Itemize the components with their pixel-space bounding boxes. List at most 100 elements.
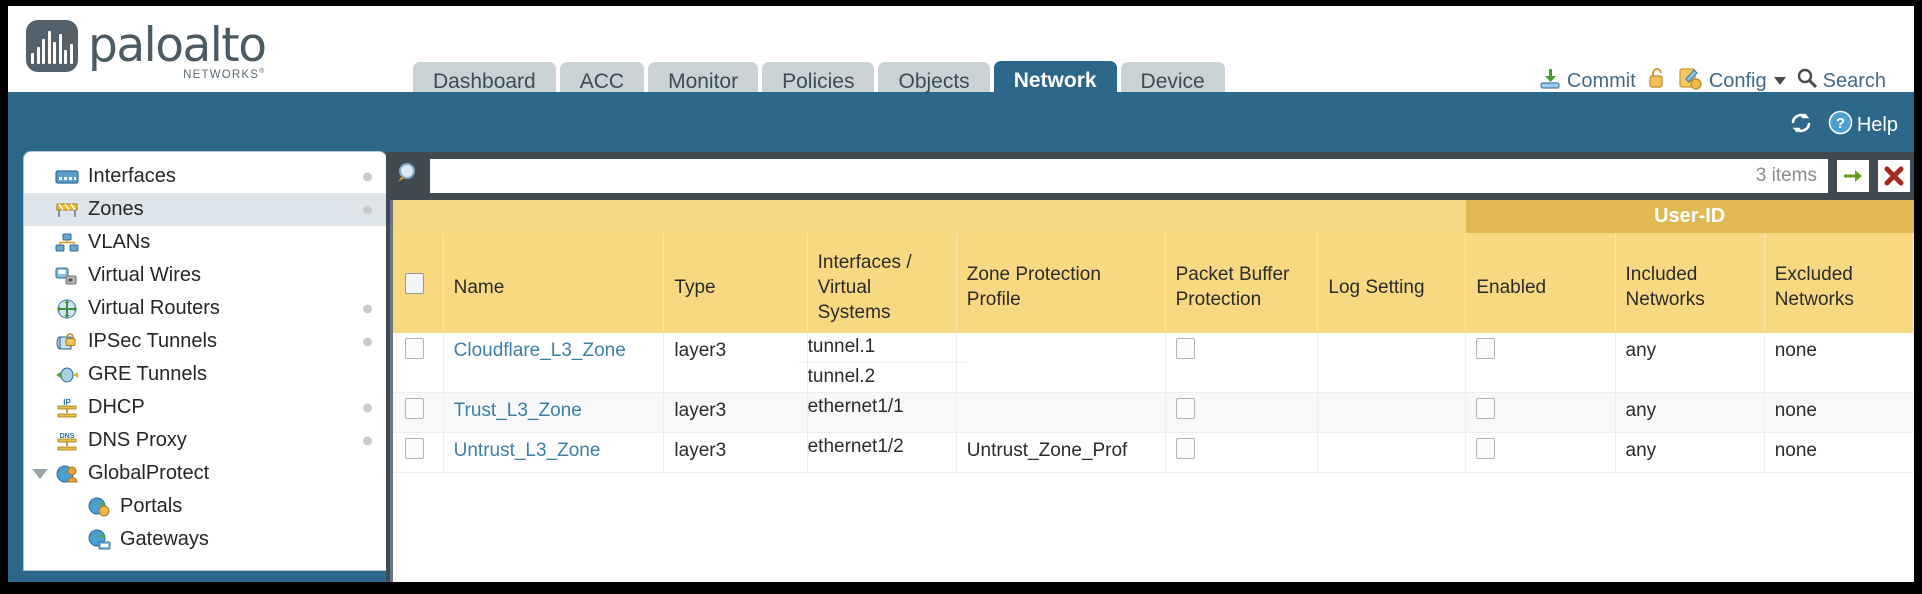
lock-button[interactable] xyxy=(1646,66,1668,96)
userid-enabled-checkbox[interactable] xyxy=(1476,338,1496,359)
select-all-checkbox[interactable] xyxy=(405,273,424,294)
search-input-wrap[interactable]: 3 items xyxy=(430,159,1828,193)
collapse-triangle-icon[interactable] xyxy=(32,468,48,479)
apply-filter-button[interactable] xyxy=(1837,160,1869,192)
paloalto-logo-mark-icon xyxy=(26,20,78,72)
brand-tagline: NETWORKS® xyxy=(183,68,266,81)
column-header-enabled[interactable]: Enabled xyxy=(1465,233,1616,333)
sidebar-label: Gateways xyxy=(120,528,209,550)
sidebar-item-ipsec-tunnels[interactable]: IPSec Tunnels xyxy=(24,325,386,358)
cell-userid-enabled xyxy=(1465,392,1616,433)
column-header-name[interactable]: Name xyxy=(443,233,665,333)
cell-zone-protection-profile xyxy=(956,392,1166,433)
packet-buffer-protection-checkbox[interactable] xyxy=(1175,398,1195,419)
cell-type: layer3 xyxy=(663,333,808,393)
cell-interfaces: ethernet1/1 xyxy=(807,392,957,433)
sidebar-item-gre-tunnels[interactable]: GRE Tunnels xyxy=(24,358,386,391)
cell-userid-enabled xyxy=(1465,432,1616,473)
interface-entry: tunnel.1 xyxy=(797,333,966,363)
zone-link[interactable]: Cloudflare_L3_Zone xyxy=(453,340,626,361)
column-header-zone-protection-profile[interactable]: Zone Protection Profile xyxy=(956,233,1166,333)
status-dot xyxy=(363,337,372,346)
sidebar-item-vlans[interactable]: VLANs xyxy=(24,226,386,259)
cell-log-setting xyxy=(1317,432,1467,473)
sidebar-label: GRE Tunnels xyxy=(88,363,207,385)
sidebar-item-gateways[interactable]: Gateways xyxy=(24,523,386,556)
status-dot xyxy=(363,304,372,313)
interface-entry: ethernet1/2 xyxy=(807,436,904,457)
sidebar-item-portals[interactable]: Portals xyxy=(24,490,386,523)
network-sidebar: Interfaces Zones VLANs Vir xyxy=(24,152,386,570)
sidebar-label: Virtual Routers xyxy=(88,297,220,319)
sidebar-item-virtual-routers[interactable]: Virtual Routers xyxy=(24,292,386,325)
cell-packet-buffer-protection xyxy=(1165,392,1319,433)
search-input[interactable] xyxy=(431,161,1756,191)
userid-enabled-checkbox[interactable] xyxy=(1476,438,1496,459)
cell-included-networks: any xyxy=(1615,392,1765,433)
cell-included-networks: any xyxy=(1615,432,1765,473)
cell-excluded-networks: none xyxy=(1764,333,1914,393)
status-dot xyxy=(363,403,372,412)
config-menu[interactable]: Config xyxy=(1678,66,1786,96)
sidebar-item-dhcp[interactable]: IP DHCP xyxy=(24,391,386,424)
zone-link[interactable]: Trust_L3_Zone xyxy=(453,400,582,421)
column-header-log-setting[interactable]: Log Setting xyxy=(1317,233,1467,333)
zones-table-head: User-ID Name Type Interfaces / Virtual S… xyxy=(393,200,1914,333)
commit-button[interactable]: Commit xyxy=(1538,66,1636,96)
userid-enabled-checkbox[interactable] xyxy=(1476,398,1496,419)
row-checkbox[interactable] xyxy=(405,438,424,459)
group-header-spacer xyxy=(393,200,1466,233)
interface-entry: ethernet1/1 xyxy=(807,396,904,417)
sidebar-label: Interfaces xyxy=(88,165,176,187)
globalprotect-icon xyxy=(54,463,80,485)
zones-table: User-ID Name Type Interfaces / Virtual S… xyxy=(393,200,1914,473)
cell-name: Trust_L3_Zone xyxy=(443,392,665,433)
column-header-type[interactable]: Type xyxy=(663,233,808,333)
cell-userid-enabled xyxy=(1465,333,1616,393)
packet-buffer-protection-checkbox[interactable] xyxy=(1175,338,1195,359)
column-header-excluded-networks[interactable]: Excluded Networks xyxy=(1764,233,1914,333)
search-label: Search xyxy=(1822,69,1886,92)
table-row[interactable]: Trust_L3_Zone layer3 ethernet1/1 xyxy=(393,392,1914,433)
zones-icon xyxy=(54,199,80,221)
packet-buffer-protection-checkbox[interactable] xyxy=(1175,438,1195,459)
page-body: Interfaces Zones VLANs Vir xyxy=(8,152,1914,582)
sidebar-item-globalprotect[interactable]: GlobalProtect xyxy=(24,457,386,490)
sidebar-item-zones[interactable]: Zones xyxy=(24,193,386,226)
help-question-icon: ? xyxy=(1828,110,1853,141)
virtual-routers-icon xyxy=(54,298,80,320)
svg-text:DNS: DNS xyxy=(60,433,75,440)
sidebar-label: Zones xyxy=(88,198,144,220)
column-header-included-networks[interactable]: Included Networks xyxy=(1615,233,1765,333)
sidebar-item-interfaces[interactable]: Interfaces xyxy=(24,160,386,193)
column-header-row: Name Type Interfaces / Virtual Systems Z… xyxy=(393,233,1914,333)
column-header-interfaces[interactable]: Interfaces / Virtual Systems xyxy=(807,233,957,333)
search-icon[interactable] xyxy=(396,161,422,192)
virtual-wires-icon xyxy=(54,265,80,287)
zone-link[interactable]: Untrust_L3_Zone xyxy=(453,440,601,461)
cell-excluded-networks: none xyxy=(1764,432,1914,473)
sidebar-item-dns-proxy[interactable]: DNS DNS Proxy xyxy=(24,424,386,457)
row-checkbox[interactable] xyxy=(405,398,424,419)
row-checkbox[interactable] xyxy=(405,338,424,359)
cell-zone-protection-profile: Untrust_Zone_Prof xyxy=(956,432,1166,473)
help-button[interactable]: ? Help xyxy=(1828,110,1898,141)
group-header-userid: User-ID xyxy=(1465,200,1914,233)
table-row[interactable]: Untrust_L3_Zone layer3 ethernet1/2 Untru… xyxy=(393,432,1914,473)
sidebar-label: Virtual Wires xyxy=(88,264,201,286)
ipsec-tunnels-icon xyxy=(54,331,80,353)
lock-icon xyxy=(1646,66,1668,96)
sidebar-item-virtual-wires[interactable]: Virtual Wires xyxy=(24,259,386,292)
cell-zone-protection-profile xyxy=(956,333,1166,393)
refresh-icon[interactable] xyxy=(1788,111,1814,140)
sidebar-label: IPSec Tunnels xyxy=(88,330,217,352)
column-header-packet-buffer-protection[interactable]: Packet Buffer Protection xyxy=(1165,233,1319,333)
top-actions-bar: Commit Config xyxy=(1538,66,1886,96)
chevron-down-icon[interactable] xyxy=(1773,77,1786,85)
sidebar-label: GlobalProtect xyxy=(88,462,210,484)
sidebar-label: VLANs xyxy=(88,231,151,253)
table-row[interactable]: Cloudflare_L3_Zone layer3 tunnel.1 tunne… xyxy=(393,333,1914,393)
search-button[interactable]: Search xyxy=(1796,67,1886,95)
clear-filter-button[interactable] xyxy=(1878,160,1910,192)
